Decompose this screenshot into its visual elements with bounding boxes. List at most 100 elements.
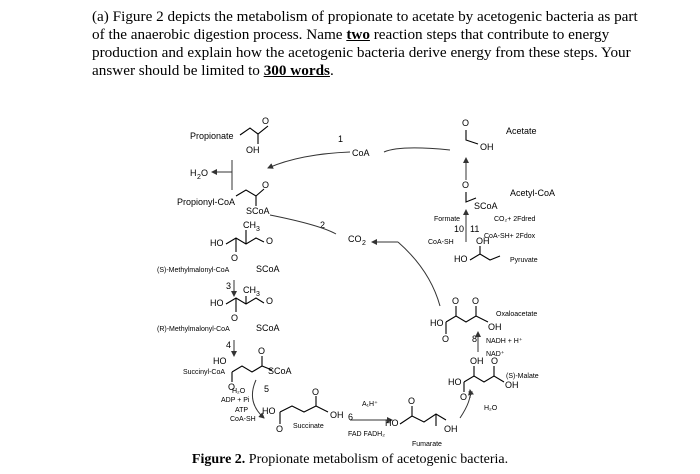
label-propionate: Propionate: [190, 131, 234, 141]
h2o-h: H: [190, 168, 197, 178]
label-succinate: Succinate: [293, 423, 324, 430]
label-s-malate: (S)-Malate: [506, 373, 539, 380]
cofactor-nad: NAD⁺: [486, 350, 505, 358]
coa-label: CoA: [352, 148, 370, 158]
fumarate-ho: HO: [385, 418, 399, 428]
label-pyruvate: Pyruvate: [510, 257, 538, 264]
question-text: (a) Figure 2 depicts the metabolism of p…: [92, 8, 652, 80]
svg-text:O: O: [408, 396, 415, 406]
cofactor-co2-fd: CO₂+ 2Fdred: [494, 216, 536, 223]
svg-text:SCoA: SCoA: [256, 323, 280, 333]
label-fumarate: Fumarate: [412, 441, 442, 448]
svg-text:O: O: [262, 180, 269, 190]
oxaloacetate-ho: HO: [430, 318, 444, 328]
svg-text:SCoA: SCoA: [256, 264, 280, 274]
svg-text:O: O: [266, 296, 273, 306]
label-acetyl-coa: Acetyl-CoA: [510, 188, 555, 198]
svg-text:SCoA: SCoA: [474, 201, 498, 211]
step-4-label: 4: [226, 340, 231, 350]
svg-text:OH: OH: [488, 322, 502, 332]
svg-text:OH: OH: [505, 380, 519, 390]
caption-text: Propionate metabolism of acetogenic bact…: [245, 452, 509, 467]
label-acetate: Acetate: [506, 126, 537, 136]
step-6-label: 6: [348, 412, 353, 422]
acetyl-coa-structure: [465, 192, 477, 203]
svg-text:O: O: [231, 313, 238, 323]
svg-text:O: O: [462, 118, 469, 128]
svg-text:O: O: [231, 253, 238, 263]
svg-text:3: 3: [256, 226, 260, 233]
fumarate-structure: [399, 413, 447, 425]
step-1-label: 1: [338, 134, 343, 144]
question-suffix: .: [329, 62, 334, 79]
svg-text:O: O: [258, 346, 265, 356]
s-mm-ho: HO: [210, 238, 224, 248]
svg-text:3: 3: [256, 291, 260, 298]
svg-text:O: O: [460, 392, 467, 402]
co2-label: CO: [348, 234, 362, 244]
figure-caption: Figure 2. Propionate metabolism of aceto…: [0, 452, 700, 468]
malate-structure: [463, 375, 505, 383]
svg-text:O: O: [452, 296, 459, 306]
cofactor-formate: Formate: [434, 216, 460, 223]
label-oxaloacetate: Oxaloacetate: [496, 311, 537, 318]
svg-text:O: O: [312, 387, 319, 397]
propionyl-coa-structure: [235, 188, 265, 197]
pyruvate-structure: [469, 253, 501, 261]
svg-text:O: O: [462, 180, 469, 190]
svg-text:O: O: [472, 296, 479, 306]
svg-text:OH: OH: [330, 410, 344, 420]
acetate-structure: [465, 130, 479, 145]
succinyl-ho: HO: [213, 356, 227, 366]
svg-text:2: 2: [362, 240, 366, 247]
s-mm-ch3: CH: [243, 220, 256, 230]
question-middle: reaction steps that contribute to energy…: [92, 26, 631, 79]
r-methylmalonyl-structure: [225, 297, 265, 305]
step-5-label: 5: [264, 384, 269, 394]
oxaloacetate-structure: [445, 315, 489, 323]
h2o-sub: 2: [197, 174, 201, 181]
question-emph-two: two: [346, 26, 370, 43]
propionate-o: O: [262, 116, 269, 126]
svg-text:O: O: [228, 382, 235, 392]
succinate-structure: [279, 405, 329, 413]
step-2-label: 2: [320, 220, 325, 230]
label-succinyl-coa: Succinyl-CoA: [183, 369, 225, 376]
step-3-label: 3: [226, 281, 231, 291]
svg-text:O: O: [266, 236, 273, 246]
label-propionyl-coa: Propionyl-CoA: [177, 197, 235, 207]
cofactor-h2o-7: H₂O: [484, 405, 498, 412]
cofactor-fad: FAD FADH₂: [348, 431, 385, 438]
caption-bold: Figure 2.: [191, 452, 246, 467]
cofactor-nadh: NADH + H⁺: [486, 337, 523, 345]
cofactor-adp: ADP + Pi: [221, 397, 250, 404]
h2o-o: O: [201, 168, 208, 178]
svg-text:OH: OH: [444, 424, 458, 434]
propionate-oh: OH: [246, 145, 260, 155]
svg-text:O: O: [491, 356, 498, 366]
malate-ho: HO: [448, 377, 462, 387]
svg-text:OH: OH: [480, 142, 494, 152]
cofactor-atp: ATP: [235, 407, 248, 414]
cofactor-coa-sh: CoA-SH: [230, 416, 256, 423]
svg-text:SCoA: SCoA: [268, 366, 292, 376]
cofactor-coa-sh-2: CoA-SH: [428, 239, 454, 246]
cofactor-coa-sh-fd: CoA-SH+ 2Fdox: [484, 233, 536, 240]
propionate-structure: [239, 125, 269, 136]
s-methylmalonyl-structure: [225, 237, 265, 245]
pyruvate-ho: HO: [454, 254, 468, 264]
label-r-methylmalonyl-coa: (R)-Methylmalonyl-CoA: [157, 326, 230, 333]
r-mm-ho: HO: [210, 298, 224, 308]
cofactor-h2o: H₂O: [232, 388, 246, 395]
question-prefix: (a) Figure 2 depicts the metabolism of p…: [92, 8, 638, 43]
cofactor-ah2: A₁H⁺: [362, 400, 378, 408]
svg-text:OH: OH: [476, 236, 490, 246]
r-mm-ch3: CH: [243, 285, 256, 295]
svg-text:O: O: [442, 334, 449, 344]
question-emph-words: 300 words: [263, 62, 330, 79]
svg-text:OH: OH: [470, 356, 484, 366]
step-10-label: 10: [454, 224, 464, 234]
succinyl-coa-structure: [231, 365, 273, 373]
step-11-label: 11: [470, 224, 479, 234]
